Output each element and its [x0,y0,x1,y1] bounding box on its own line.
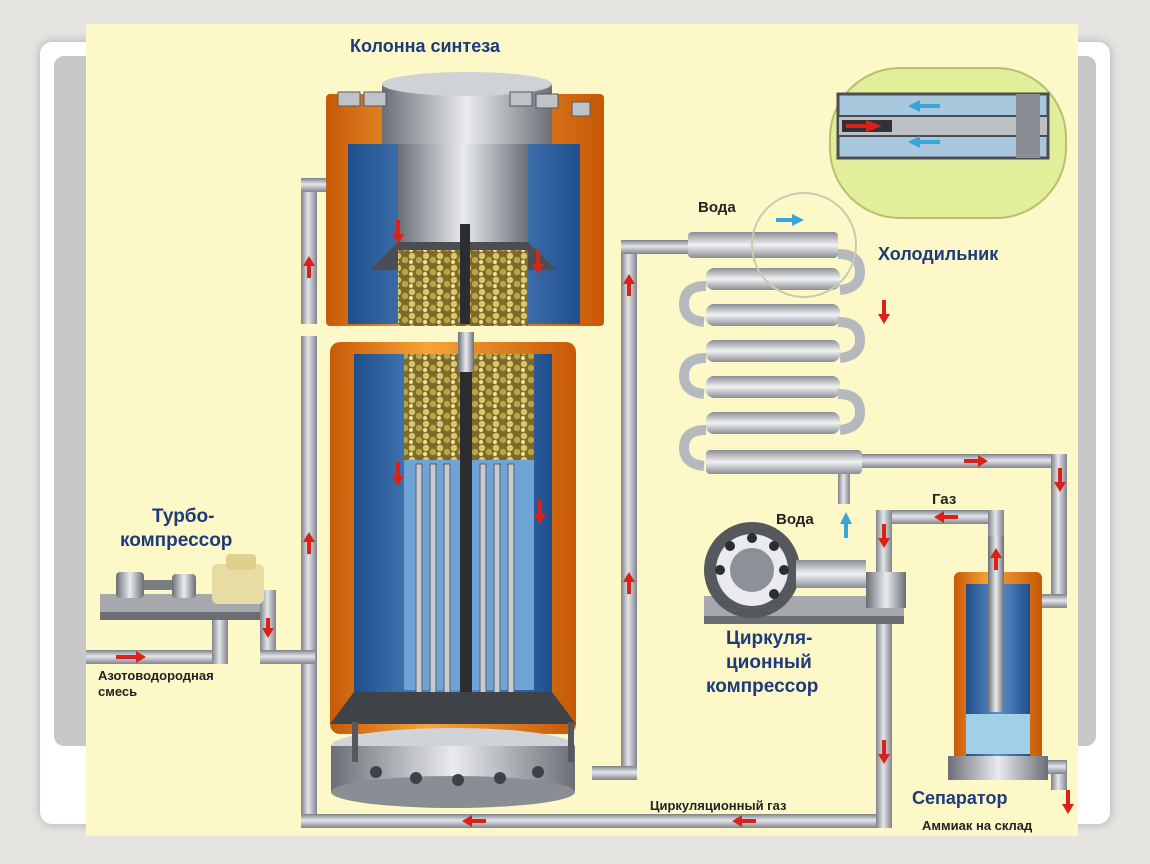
feed-label-2: смесь [98,684,137,699]
circulation-compressor-label-3: компрессор [706,676,818,697]
water-out-label: Вода [776,511,814,528]
turbo-compressor-label-1: Турбо- [152,506,214,527]
gas-label: Газ [932,491,956,508]
synthesis-column-label: Колонна синтеза [350,36,501,56]
circulation-compressor [704,522,906,624]
turbo-compressor [100,554,264,620]
cooler-label: Холодильник [878,244,999,264]
feed-label-1: Азотоводородная [98,668,214,683]
turbo-compressor-label-2: компрессор [120,530,232,551]
separator [948,536,1048,780]
circulation-gas-label: Циркуляционный газ [650,798,787,813]
synthesis-column-body [330,332,576,808]
ammonia-synthesis-diagram: Колонна синтеза Турбо- компрессор Азотов… [86,24,1078,836]
cooler-coils [706,268,840,434]
synthesis-column-top [326,72,604,326]
circulation-compressor-label-2: ционный [726,652,812,673]
circulation-compressor-label-1: Циркуля- [726,628,812,649]
water-arrow-icon [776,100,940,538]
flow-arrow-icon [116,120,1074,827]
water-in-label: Вода [698,199,736,216]
ammonia-label: Аммиак на склад [922,818,1033,833]
separator-label: Сепаратор [912,788,1007,808]
cooler-detail-inset [829,67,1067,219]
cooler [678,192,866,474]
